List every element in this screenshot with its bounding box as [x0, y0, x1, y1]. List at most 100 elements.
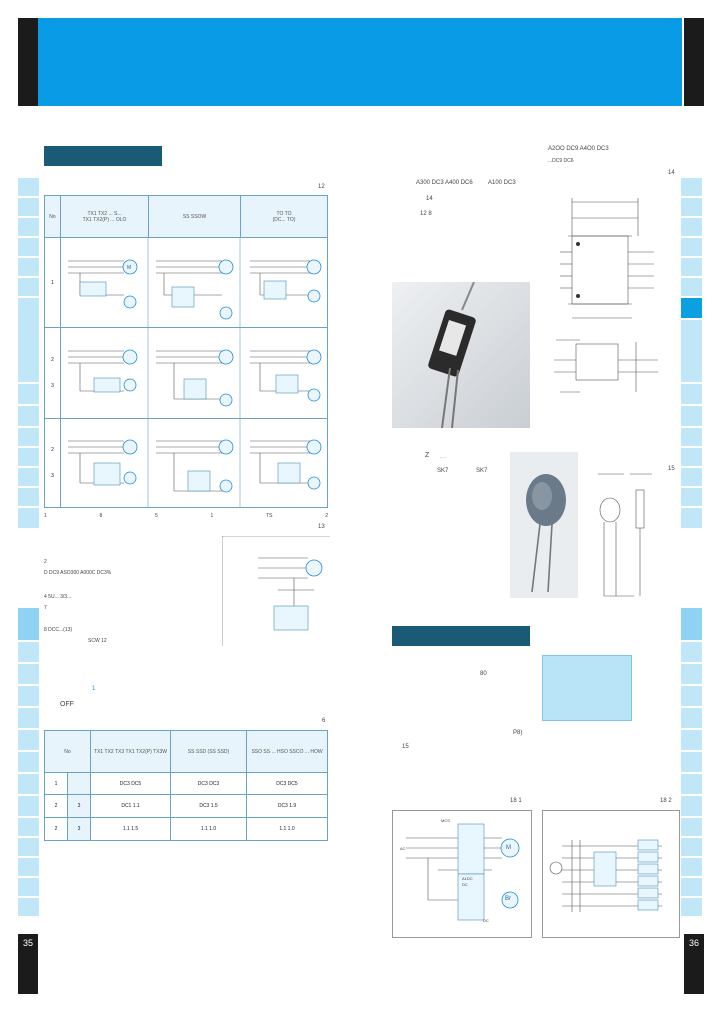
figure-label: 15 — [668, 466, 675, 472]
diagram-label: MCS — [441, 818, 450, 823]
side-tab[interactable] — [681, 406, 702, 428]
side-tab[interactable] — [681, 878, 702, 898]
motor-label: M — [127, 265, 132, 271]
side-tab[interactable] — [18, 406, 39, 428]
side-tab[interactable] — [681, 384, 702, 406]
side-tab[interactable] — [681, 428, 702, 448]
circle-br-icon — [307, 289, 321, 303]
side-tab[interactable] — [18, 384, 39, 406]
spec-line: 12 8 — [420, 211, 432, 217]
side-tab[interactable] — [681, 238, 702, 258]
side-tab[interactable] — [18, 258, 39, 278]
model-line: A100 DC3 — [488, 180, 516, 186]
zline: SK7 — [437, 468, 449, 474]
side-tab[interactable] — [18, 878, 39, 898]
side-tab[interactable] — [18, 428, 39, 448]
side-tab[interactable] — [18, 238, 39, 258]
side-tab[interactable] — [681, 642, 702, 664]
side-tab[interactable] — [18, 608, 39, 642]
circle-br-icon — [219, 393, 233, 407]
col-header-2: SS SSOW — [148, 194, 241, 239]
side-tab[interactable] — [681, 838, 702, 858]
figure-label: 6 — [322, 718, 326, 724]
col-header-no: No — [44, 194, 61, 239]
side-tab[interactable] — [681, 218, 702, 238]
side-tab[interactable] — [681, 796, 702, 818]
diagram-label: DC — [483, 918, 489, 923]
side-tab[interactable] — [18, 752, 39, 774]
spec-line: 14 — [426, 196, 433, 202]
side-tab[interactable] — [681, 258, 702, 278]
section-heading-right — [392, 626, 530, 646]
side-tab[interactable] — [681, 898, 702, 918]
side-tab[interactable] — [681, 730, 702, 752]
side-tab[interactable] — [18, 858, 39, 878]
side-tab[interactable] — [681, 686, 702, 708]
circle-m-icon — [218, 259, 234, 275]
side-tab[interactable] — [681, 708, 702, 730]
side-tab[interactable] — [681, 774, 702, 796]
para-mark: 80 — [480, 671, 487, 677]
side-tab[interactable] — [681, 320, 702, 384]
side-tab[interactable] — [18, 198, 39, 218]
header-right-bar — [684, 18, 704, 106]
side-tab[interactable] — [681, 468, 702, 488]
top-caption: ...DC9 DC6 — [548, 158, 574, 164]
side-tab[interactable] — [18, 448, 39, 468]
page-number-right: 36 — [684, 934, 704, 994]
side-tab[interactable] — [18, 686, 39, 708]
side-tab[interactable] — [18, 642, 39, 664]
side-tab[interactable] — [18, 298, 39, 384]
side-tab[interactable] — [18, 838, 39, 858]
zline: SK7 — [476, 468, 488, 474]
side-tab[interactable] — [681, 858, 702, 878]
circle-br-icon — [219, 306, 233, 320]
side-tab[interactable] — [18, 278, 39, 298]
side-tab[interactable] — [681, 508, 702, 530]
side-tab[interactable] — [681, 448, 702, 468]
side-tab[interactable] — [18, 730, 39, 752]
side-tab-active[interactable] — [681, 298, 702, 320]
circle-br-icon — [219, 479, 233, 493]
side-tab[interactable] — [681, 198, 702, 218]
side-tab[interactable] — [681, 664, 702, 686]
side-tab[interactable] — [681, 818, 702, 838]
col-header-1: TX1 TX2 ... S...TX1 TX2(P) ... OLO — [60, 194, 149, 239]
figure-label: 18 1 — [510, 798, 522, 804]
circle-m-icon — [306, 259, 322, 275]
diagram-row-1 — [68, 260, 310, 308]
circle-br-icon — [123, 471, 137, 485]
circle-m-icon — [218, 439, 234, 455]
circle-m-icon — [500, 838, 520, 858]
side-tab[interactable] — [18, 774, 39, 796]
varistor-photo — [510, 452, 578, 598]
side-tab[interactable] — [18, 898, 39, 918]
side-tab[interactable] — [681, 608, 702, 642]
diagram-label: M — [506, 845, 511, 851]
top-caption: A2OO DC9 A4O0 DC3 — [548, 146, 609, 152]
side-tab[interactable] — [18, 468, 39, 488]
side-tab[interactable] — [18, 508, 39, 530]
diagram-row-2 — [68, 350, 310, 400]
circle-br-icon — [501, 891, 519, 909]
side-tab[interactable] — [18, 796, 39, 818]
circle-br-icon — [307, 388, 321, 402]
side-tab[interactable] — [681, 178, 702, 198]
circle-m-icon — [122, 439, 138, 455]
side-tab[interactable] — [18, 178, 39, 198]
side-tab[interactable] — [18, 488, 39, 508]
side-tab[interactable] — [18, 708, 39, 730]
side-tab[interactable] — [18, 664, 39, 686]
side-tab[interactable] — [18, 218, 39, 238]
page-header-banner — [38, 18, 682, 106]
figure-18-1-circuit — [392, 810, 532, 938]
circle-br-icon — [307, 476, 321, 490]
diagram-row-3 — [68, 440, 310, 492]
side-tab[interactable] — [18, 818, 39, 838]
side-tab[interactable] — [681, 752, 702, 774]
diagram-label: A1DC — [462, 876, 473, 881]
side-tab[interactable] — [681, 278, 702, 298]
side-tab[interactable] — [681, 488, 702, 508]
circle-m-icon — [305, 559, 323, 577]
circle-m-icon — [122, 259, 138, 275]
